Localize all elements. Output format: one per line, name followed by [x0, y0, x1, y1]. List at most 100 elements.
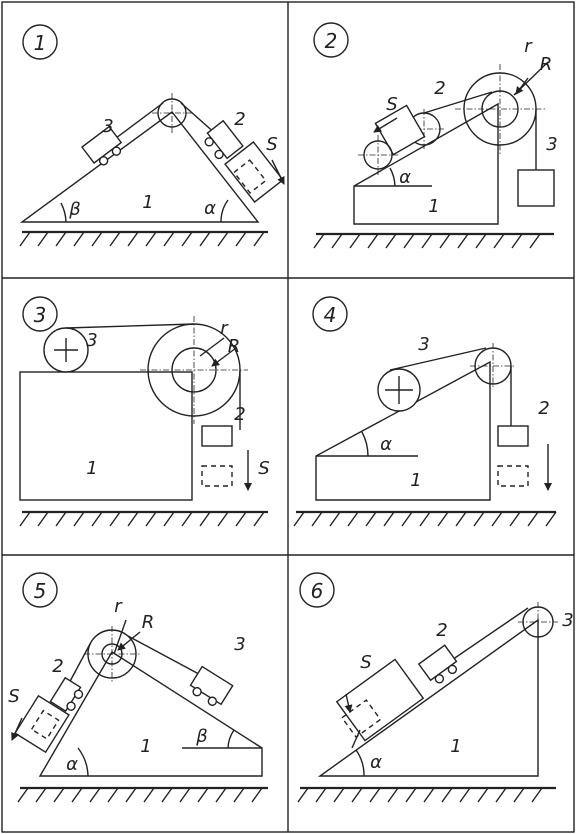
- panel-6-label-3: 3: [562, 610, 573, 631]
- panel-5-label-1: 1: [140, 736, 151, 757]
- panel-6-label-2: 2: [436, 620, 447, 641]
- panel-6-s-arrow: [344, 693, 353, 713]
- panel-5-s-arrow: [11, 717, 23, 741]
- panel-3: 3 3 r R 2 S 1: [19, 296, 270, 527]
- panel-5-stepped-pulley: [84, 626, 140, 682]
- panel-2-label-alpha: α: [399, 167, 411, 188]
- panel-5-number-circle: [22, 572, 58, 608]
- panel-2: 2 S: [313, 22, 558, 249]
- panel-5-load-s: [14, 694, 70, 754]
- panel-2-load-s: [374, 104, 426, 156]
- panel-1-label-1: 1: [142, 192, 153, 213]
- panel-3-rope-top: [65, 323, 195, 329]
- panel-3-body-1-block: [19, 371, 193, 501]
- panel-6-number-circle: [299, 572, 335, 608]
- panel-6-number: 6: [311, 579, 324, 603]
- panel-4-alpha-arc: [361, 431, 369, 457]
- panel-5-label-alpha: α: [66, 754, 78, 775]
- panel-3-body-2-displaced: [201, 465, 233, 487]
- panel-6-body-1-wedge: [317, 618, 539, 777]
- panel-4-label-2: 2: [538, 398, 549, 419]
- panel-2-label-r: r: [524, 36, 533, 57]
- panel-2-label-R: R: [540, 54, 553, 75]
- panel-2-dashed-roller: [358, 135, 398, 175]
- panel-5-body-3-cart: [189, 665, 234, 706]
- panel-2-s-arrow: [373, 117, 398, 133]
- panel-3-ground: [19, 510, 268, 527]
- panel-5-label-beta: β: [195, 726, 208, 747]
- panel-1: 1 3 2 S: [19, 24, 285, 247]
- panel-1-rope: [111, 102, 218, 142]
- panel-6-load-s: [335, 658, 425, 742]
- panel-1-s-arrow: [271, 159, 285, 185]
- panel-3-label-3: 3: [86, 330, 97, 351]
- panel-1-number-circle: [22, 24, 58, 60]
- panel-4-body-1-wedge: [315, 360, 491, 501]
- panel-5-ground: [17, 786, 268, 803]
- panel-5-label-r: r: [114, 596, 123, 617]
- panel-1-label-s: S: [266, 134, 277, 155]
- panel-3-R-arrow: [211, 347, 237, 367]
- panel-4-body-2-weight: [497, 425, 529, 447]
- panel-6-pulley: [518, 602, 558, 642]
- panel-3-number-circle: [22, 296, 58, 332]
- panel-1-label-3: 3: [102, 116, 113, 137]
- panel-2-body-1-wedge: [353, 102, 499, 225]
- panel-4-rope: [389, 347, 487, 371]
- panel-2-label-2: 2: [434, 78, 445, 99]
- panel-5-R-arrow: [117, 631, 141, 651]
- panel-4-body-3-roller: [377, 368, 421, 412]
- panel-6-rope: [445, 607, 529, 665]
- panel-4-number: 4: [324, 303, 337, 327]
- panel-1-ground: [19, 230, 268, 247]
- panel-2-label-3: 3: [546, 134, 557, 155]
- panel-5-r-leader: [113, 619, 127, 655]
- panel-3-stepped-pulley: [140, 316, 248, 424]
- panel-6-body-2-cart: [417, 644, 458, 684]
- panel-5-rope-right: [127, 635, 211, 681]
- panel-2-number: 2: [325, 29, 338, 53]
- panel-3-label-R: R: [228, 336, 241, 357]
- panel-3-r-leader: [199, 337, 225, 357]
- panel-2-ground: [313, 232, 554, 249]
- panel-4-ground: [293, 510, 557, 527]
- panel-5-number: 5: [34, 579, 47, 603]
- panel-3-body-3-roller: [43, 327, 89, 373]
- panel-5: 5 r R: [8, 572, 268, 803]
- panel-5-label-s: S: [8, 686, 19, 707]
- panel-5-label-2: 2: [52, 656, 63, 677]
- panel-1-load-s: [224, 141, 284, 203]
- panel-1-label-2: 2: [234, 109, 245, 130]
- panel-4-label-1: 1: [410, 470, 421, 491]
- panel-6-s-leader: [351, 729, 361, 749]
- panel-2-rope-upper: [423, 91, 493, 114]
- panel-1-pulley: [152, 93, 192, 133]
- panel-5-body-2-cart: [49, 676, 84, 713]
- panel-1-number: 1: [34, 31, 47, 55]
- panel-5-beta-arc: [227, 729, 235, 749]
- panel-4-label-3: 3: [418, 334, 429, 355]
- panel-5-label-3: 3: [234, 634, 245, 655]
- panel-3-body-2-weight: [201, 425, 233, 447]
- panel-5-label-R: R: [142, 612, 155, 633]
- panel-4-label-alpha: α: [380, 434, 392, 455]
- panel-6: 6 2 3 S α 1: [297, 572, 574, 803]
- panel-1-alpha-arc: [220, 199, 229, 223]
- panel-3-label-2: 2: [234, 404, 245, 425]
- panel-6-label-s: S: [360, 652, 371, 673]
- panel-2-label-1: 1: [428, 196, 439, 217]
- panel-4-body-2-displaced: [497, 465, 529, 487]
- panel-4: 4 3 2 α 1: [293, 296, 557, 527]
- panel-2-body-3-weight: [517, 169, 555, 207]
- panel-5-alpha-arc: [77, 747, 89, 777]
- panel-2-label-s: S: [386, 94, 397, 115]
- panel-2-stepped-pulley: [455, 64, 545, 154]
- panel-6-label-1: 1: [450, 736, 461, 757]
- panel-2-alpha-arc: [389, 167, 396, 187]
- panel-1-label-alpha: α: [204, 198, 216, 219]
- panel-2-number-circle: [313, 22, 349, 58]
- panel-4-number-circle: [312, 296, 348, 332]
- panel-1-beta-arc: [60, 202, 67, 223]
